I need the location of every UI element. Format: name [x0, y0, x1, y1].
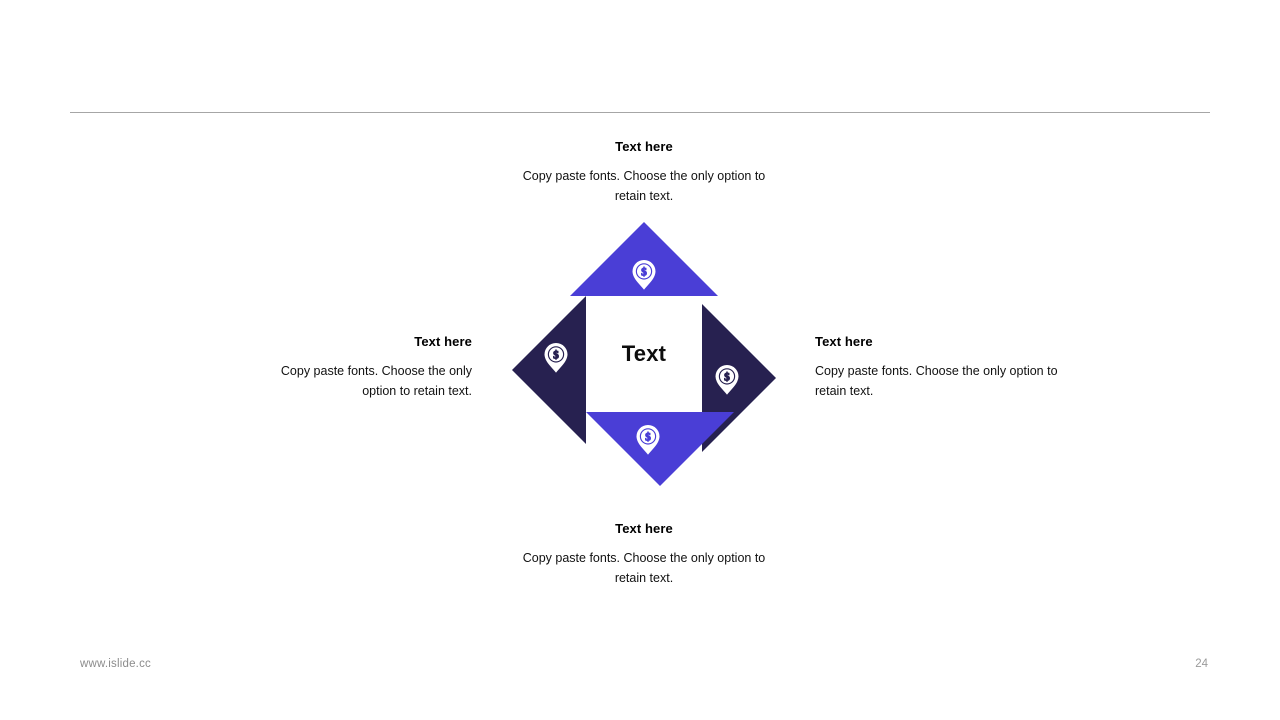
text-block-top-title: Text here — [615, 139, 673, 154]
footer-page-number: 24 — [1195, 658, 1208, 670]
segment-left-shape[interactable] — [512, 296, 586, 444]
segment-bottom[interactable] — [586, 412, 734, 486]
text-block-left-title: Text here — [414, 334, 472, 349]
segment-bottom-shape[interactable] — [586, 412, 734, 486]
text-block-right-title: Text here — [815, 334, 873, 349]
header-divider — [70, 112, 1210, 113]
text-block-left: Text here Copy paste fonts. Choose the o… — [250, 334, 472, 401]
text-block-left-body: Copy paste fonts. Choose the only option… — [280, 363, 472, 399]
text-block-right-body: Copy paste fonts. Choose the only option… — [815, 363, 1058, 399]
text-block-bottom: Text here Copy paste fonts. Choose the o… — [518, 521, 770, 588]
diamond-diagram: $ — [508, 218, 780, 490]
text-block-right: Text here Copy paste fonts. Choose the o… — [815, 334, 1067, 401]
footer-url[interactable]: www.islide.cc — [80, 658, 151, 670]
text-block-top: Text here Copy paste fonts. Choose the o… — [518, 139, 770, 206]
segment-top[interactable] — [570, 222, 718, 296]
text-block-bottom-title: Text here — [615, 521, 673, 536]
segment-left[interactable] — [512, 296, 586, 444]
text-block-top-body: Copy paste fonts. Choose the only option… — [522, 168, 766, 204]
text-block-bottom-body: Copy paste fonts. Choose the only option… — [522, 550, 766, 586]
